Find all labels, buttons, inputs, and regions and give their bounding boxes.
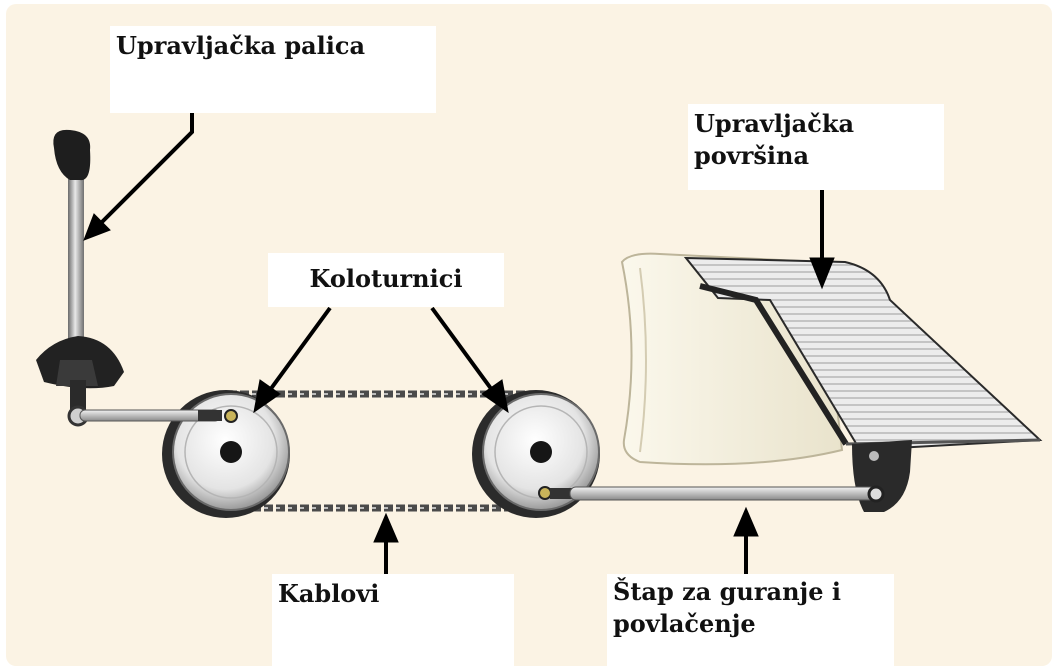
label-pulleys-text: Koloturnici bbox=[309, 264, 463, 293]
arrow-cables bbox=[373, 512, 399, 574]
leader-arrows bbox=[83, 112, 835, 574]
label-pulleys: Koloturnici bbox=[268, 253, 504, 307]
arrow-control-stick bbox=[83, 112, 194, 241]
label-push-pull-rod-line1: Štap za guranje i bbox=[613, 577, 841, 606]
arrow-pulley-right bbox=[430, 306, 509, 414]
label-cables-text: Kablovi bbox=[278, 579, 380, 608]
label-control-surface: Upravljačka površina bbox=[688, 104, 944, 190]
arrow-control-surface bbox=[809, 190, 835, 290]
label-push-pull-rod-line2: povlačenje bbox=[613, 609, 756, 638]
push-pull-rod bbox=[538, 485, 885, 503]
label-control-surface-line1: Upravljačka bbox=[694, 109, 854, 138]
label-control-stick: Upravljačka palica bbox=[110, 26, 436, 113]
arrow-push-pull-rod bbox=[733, 506, 759, 574]
link-rod-left bbox=[79, 409, 238, 423]
pulley-left bbox=[162, 390, 290, 518]
arrow-pulley-left bbox=[253, 306, 332, 414]
label-cables: Kablovi bbox=[272, 574, 514, 666]
pulley-right bbox=[472, 390, 600, 518]
control-surface bbox=[683, 256, 1043, 452]
label-control-surface-line2: površina bbox=[694, 141, 810, 170]
label-control-stick-text: Upravljačka palica bbox=[116, 31, 366, 60]
control-stick bbox=[36, 129, 124, 427]
label-push-pull-rod: Štap za guranje i povlačenje bbox=[607, 574, 894, 666]
